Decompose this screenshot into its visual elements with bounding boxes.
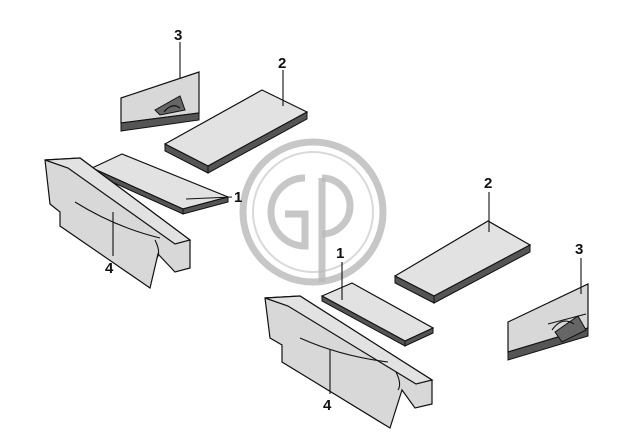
callout-4-right: 4	[323, 397, 332, 414]
gp-logo-watermark	[239, 138, 387, 286]
callout-1-right: 1	[336, 245, 344, 262]
part-3-left	[120, 71, 200, 132]
callout-2-right: 2	[484, 175, 492, 192]
leaders-left	[112, 42, 284, 256]
part-1-left	[90, 153, 230, 215]
part-4-left	[44, 157, 192, 289]
leaders-right	[329, 192, 582, 394]
part-2-right	[393, 220, 532, 304]
part-4-right	[264, 295, 434, 429]
part-1-right	[320, 282, 435, 347]
callout-3-right: 3	[575, 241, 583, 258]
callout-3-left: 3	[174, 27, 182, 44]
callout-1-left: 1	[234, 189, 242, 206]
callout-2-left: 2	[278, 55, 286, 72]
part-3-right	[507, 283, 589, 361]
part-2-left	[163, 89, 309, 174]
callout-4-left: 4	[105, 260, 114, 277]
